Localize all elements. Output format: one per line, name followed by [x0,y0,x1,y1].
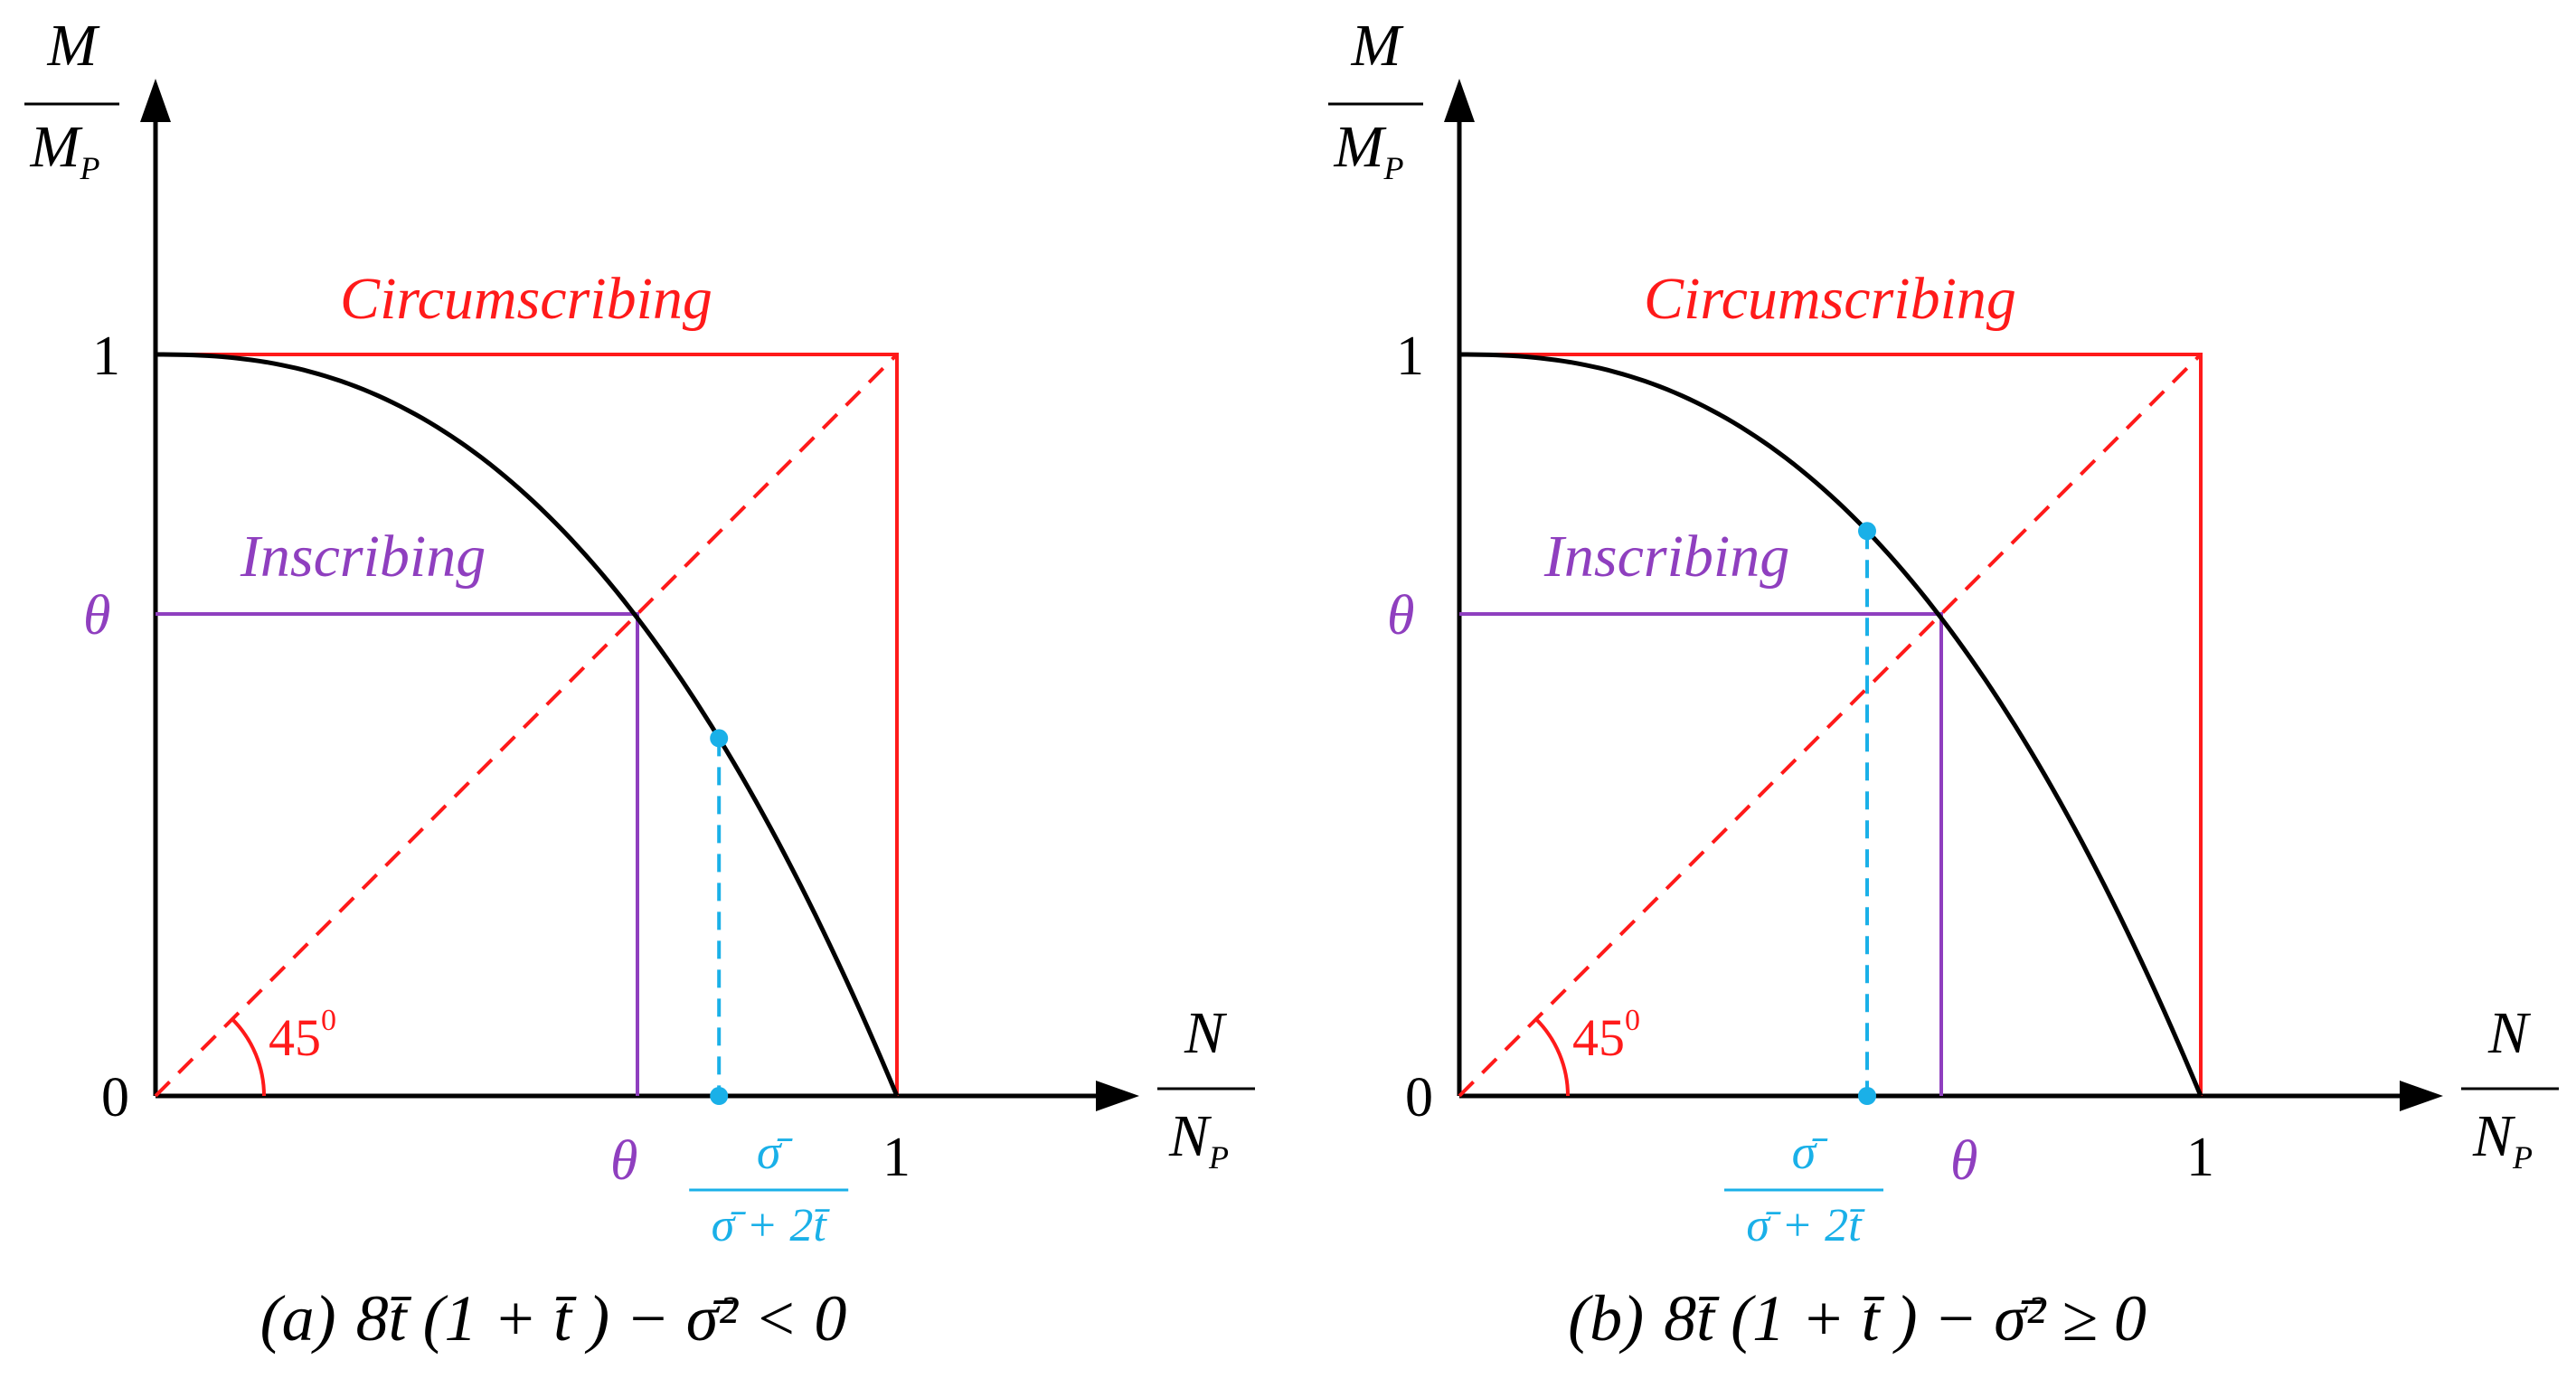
theta-y-label: θ [1387,585,1414,647]
marker-label-denominator: σ̄ + 2t̄ [712,1200,831,1251]
marker-dot-axis [1858,1087,1876,1105]
x-axis-label-numerator: N [2487,1000,2532,1066]
marker-dot-curve [1858,522,1876,541]
inscribing-label: Inscribing [1543,524,1789,590]
angle-label: 450 [269,1004,336,1067]
diagonal-45-line [1458,353,2203,1098]
circumscribing-label: Circumscribing [340,266,712,332]
panel-caption: (a)8t̄ (1 + t̄ ) − σ̄² < 0 [260,1282,847,1355]
marker-dot-axis [710,1087,729,1105]
inscribing-line [156,612,639,1096]
y-axis-label-numerator: M [1351,13,1405,79]
yield-curve [1459,352,2203,1097]
theta-x-label: θ [610,1130,637,1192]
origin-label: 0 [101,1067,129,1128]
theta-y-label: θ [83,585,110,647]
panel-caption: (b)8t̄ (1 + t̄ ) − σ̄² ≥ 0 [1568,1282,2147,1355]
panel-b: M MP N NP 0 1 1 Circumscribing Inscribin… [1328,13,2559,1355]
x-one-label: 1 [882,1127,911,1188]
angle-label: 450 [1572,1004,1640,1067]
m-axis-arrow [1444,79,1475,122]
y-one-label: 1 [1396,326,1424,387]
marker-label-denominator: σ̄ + 2t̄ [1746,1200,1865,1251]
x-axis-label-numerator: N [1184,1000,1228,1066]
marker-label-numerator: σ̄ [1792,1125,1829,1179]
inscribing-label: Inscribing [240,524,486,590]
n-axis-arrow [1096,1081,1139,1111]
marker-label-numerator: σ̄ [757,1125,794,1179]
circumscribing-label: Circumscribing [1644,266,2016,332]
origin-label: 0 [1405,1067,1433,1128]
y-axis-label-denominator: MP [1334,114,1404,186]
x-axis-label-denominator: NP [1168,1103,1229,1176]
angle-arc [231,1017,267,1097]
yield-curve [156,352,900,1097]
x-axis-label-denominator: NP [2472,1103,2533,1176]
x-one-label: 1 [2186,1127,2214,1188]
inscribing-line [1459,612,1943,1096]
y-one-label: 1 [92,326,120,387]
marker-dot-curve [710,729,729,748]
diagonal-45-line [154,353,899,1098]
m-axis-arrow [140,79,171,122]
angle-arc [1534,1017,1571,1097]
n-axis-arrow [2400,1081,2443,1111]
panel-a: M MP N NP 0 1 1 Circumscribing Inscribin… [24,13,1255,1355]
theta-x-label: θ [1950,1130,1977,1192]
y-axis-label-denominator: MP [30,114,100,186]
y-axis-label-numerator: M [47,13,101,79]
